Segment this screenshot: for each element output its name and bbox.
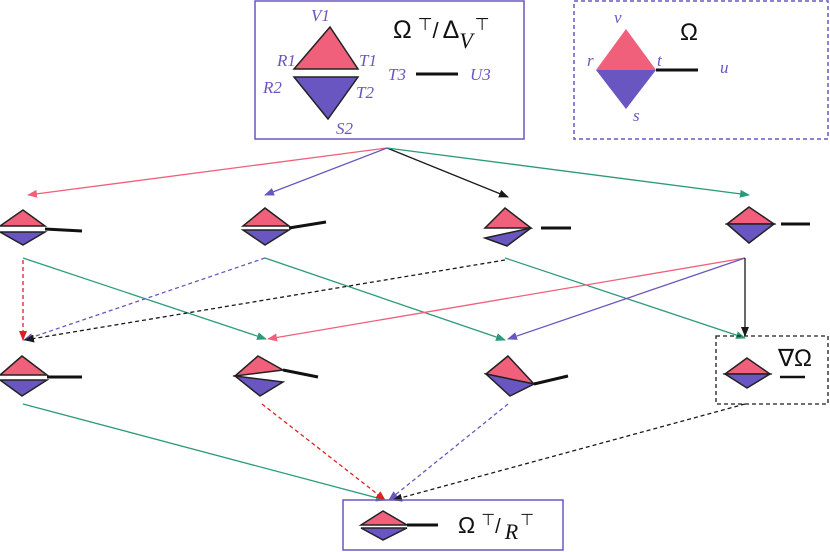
arrow-red-l2b-bottom bbox=[261, 403, 386, 501]
node-l2b-purple bbox=[232, 374, 286, 397]
node-l2c-purple bbox=[483, 372, 537, 397]
node-l2d-label: ∇Ω bbox=[777, 345, 812, 372]
node-l1a-purple bbox=[0, 231, 48, 246]
node-l1d bbox=[724, 206, 810, 244]
node-l2d-purple bbox=[722, 373, 773, 389]
arrow-black-l2d-bottom bbox=[392, 403, 746, 502]
node-l1b bbox=[240, 207, 327, 246]
arrow-purple-l1d-l2c bbox=[507, 257, 746, 340]
node-l1b-purple bbox=[240, 229, 292, 246]
arrow-pink-top-l1a bbox=[27, 147, 388, 198]
node-l2c-edge bbox=[533, 374, 569, 386]
label-t3: T3 bbox=[388, 65, 406, 84]
node-l1a bbox=[0, 209, 83, 246]
node-l1d-purple bbox=[724, 223, 777, 244]
legend-purple-half bbox=[596, 70, 656, 109]
arrow-green-top-l1d bbox=[386, 147, 750, 198]
node-l2d-pink bbox=[722, 357, 773, 375]
node-l2b-pink bbox=[232, 355, 286, 378]
label-r2: R2 bbox=[262, 78, 282, 97]
node-l1c-pink bbox=[483, 207, 534, 229]
legend-pink-half bbox=[596, 29, 656, 70]
node-l2d bbox=[722, 357, 773, 389]
legend-label-r: r bbox=[587, 51, 594, 70]
node-l1c-purple bbox=[482, 227, 532, 247]
node-l2a-pink bbox=[0, 355, 50, 376]
label-r1: R1 bbox=[276, 51, 296, 70]
arrow-pink-l1d-l2b bbox=[267, 257, 746, 342]
node-l2d-frame bbox=[715, 335, 829, 405]
node-l1a-pink bbox=[0, 209, 48, 227]
arrow-purple-l1b-l2a bbox=[23, 257, 266, 341]
legend-label-t: t bbox=[657, 51, 663, 70]
arrow-purple-top-l1b bbox=[264, 147, 388, 196]
node-l1c bbox=[482, 207, 571, 247]
legend-glyph bbox=[596, 29, 698, 109]
bottom-formula: Ω⊤/R⊤ bbox=[458, 512, 534, 544]
arrow-green-l1b-l2c bbox=[264, 257, 506, 341]
node-l2c bbox=[483, 354, 569, 397]
top-formula: Ω⊤/ΔV⊤ bbox=[393, 15, 490, 53]
arrow-black-l1c-l2a bbox=[24, 259, 506, 343]
arrow-black-top-l1c bbox=[386, 147, 509, 198]
arrows-level1-level2 bbox=[19, 257, 749, 343]
arrow-green-l2a-bottom bbox=[22, 403, 386, 502]
node-l1b-pink bbox=[240, 207, 292, 227]
top-node-frame bbox=[254, 0, 525, 140]
node-l2a-purple bbox=[0, 379, 50, 397]
arrows-top-level1 bbox=[27, 147, 750, 198]
arrow-green-l1c-l2d bbox=[504, 257, 746, 339]
node-l2b bbox=[232, 355, 319, 397]
arrow-purple-l2c-bottom bbox=[388, 403, 509, 501]
legend-label-s: s bbox=[633, 106, 640, 125]
arrows-level2-bottom bbox=[22, 403, 746, 502]
bottom-purple bbox=[360, 527, 408, 541]
label-v1: V1 bbox=[311, 6, 330, 25]
top-node-glyph bbox=[292, 25, 458, 121]
label-s2: S2 bbox=[336, 119, 354, 138]
node-l2b-edge bbox=[282, 368, 319, 379]
bottom-node-frame bbox=[342, 499, 564, 551]
node-l2a bbox=[0, 355, 82, 397]
pink-triangle bbox=[292, 25, 360, 70]
bottom-node-glyph bbox=[358, 510, 438, 541]
legend-omega: Ω bbox=[680, 19, 698, 46]
label-u3: U3 bbox=[470, 65, 491, 84]
legend-label-u: u bbox=[720, 58, 729, 77]
label-t1: T1 bbox=[359, 51, 377, 70]
legend-label-v: v bbox=[614, 8, 622, 27]
bottom-pink bbox=[358, 510, 410, 526]
purple-triangle bbox=[292, 76, 360, 121]
node-l1b-edge bbox=[288, 220, 327, 230]
node-l1d-pink bbox=[724, 206, 777, 225]
legend-frame bbox=[573, 0, 829, 140]
label-t2: T2 bbox=[356, 83, 374, 102]
node-l1a-edge bbox=[44, 227, 83, 233]
